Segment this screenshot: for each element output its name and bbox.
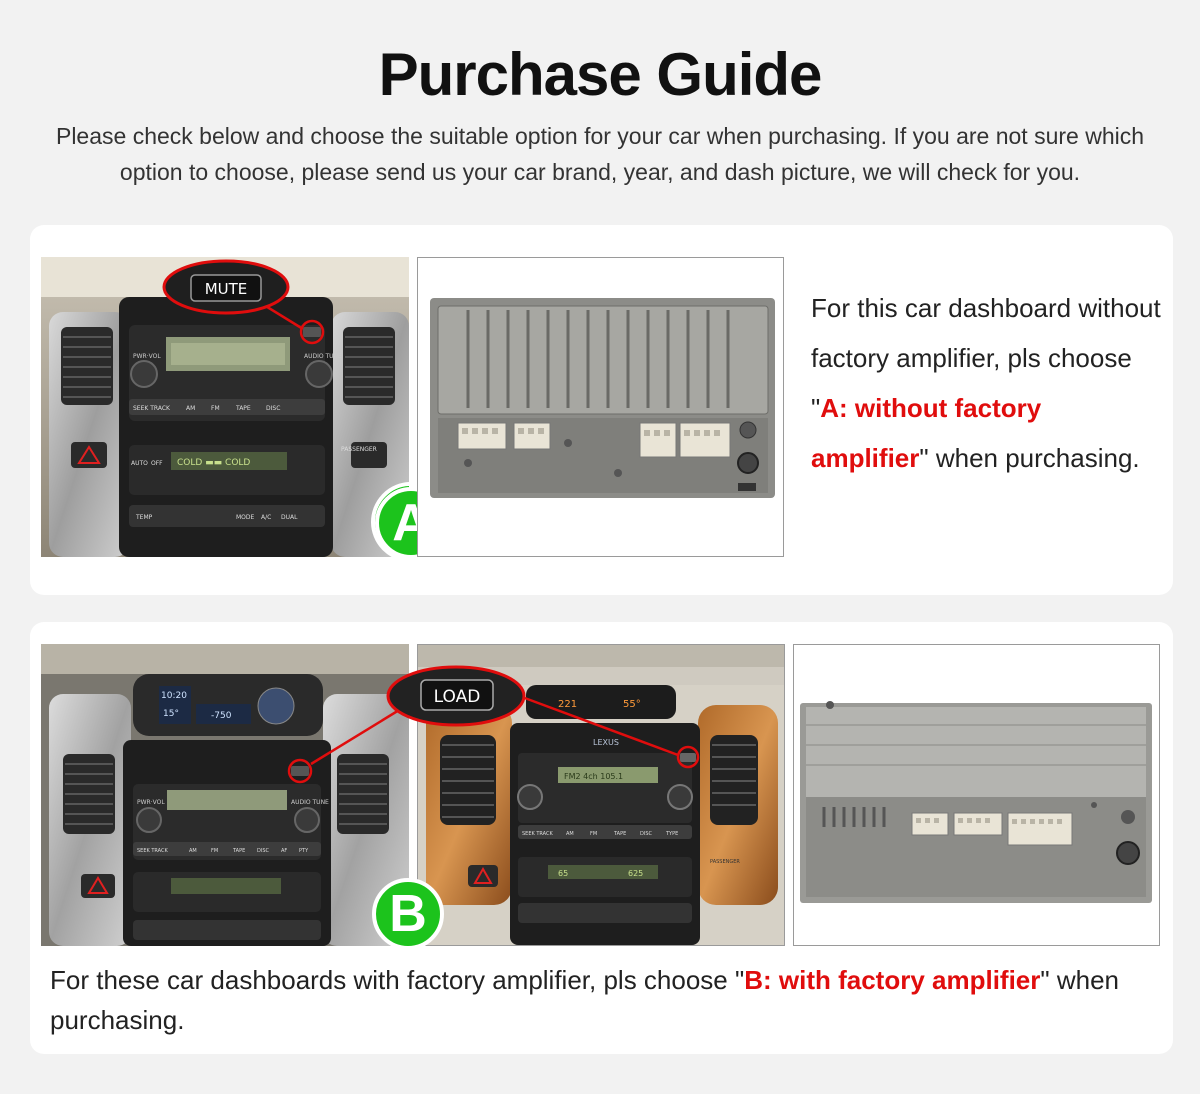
af-label-b: AF: [281, 848, 287, 854]
passenger-label: PASSENGER: [341, 446, 377, 453]
tape-label-b: TAPE: [232, 848, 245, 854]
disc-label-b2: DISC: [640, 831, 652, 837]
tape-label-b2: TAPE: [613, 831, 626, 837]
head-unit-photo-a: [417, 257, 784, 557]
option-b-highlight: B: with factory amplifier: [744, 965, 1041, 995]
audio-tune-label-b: AUDIO TUNE: [291, 799, 329, 806]
option-b-text-before: For these car dashboards with factory am…: [50, 965, 745, 995]
option-b-description: For these car dashboards with factory am…: [50, 960, 1160, 1040]
intro-text: Please check below and choose the suitab…: [55, 123, 1145, 185]
fm-label-b2: FM: [590, 831, 597, 837]
am-label: AM: [186, 405, 195, 412]
mode-label: MODE: [236, 514, 255, 521]
seek-label-b: SEEK TRACK: [137, 848, 169, 854]
ac-label: A/C: [261, 514, 271, 521]
lexus-brand: LEXUS: [593, 738, 619, 747]
pwr-vol-label-b: PWR·VOL: [137, 799, 165, 806]
option-b-card: 10:20 15° -750 PWR·VOL AUDIO TUNE SEEK T…: [30, 622, 1173, 1054]
climate-left-b2: 65: [558, 869, 568, 878]
load-callout: LOAD: [385, 664, 527, 728]
head-unit-photo-b: [793, 644, 1160, 946]
climate-display-a: COLD ▬▬ COLD: [177, 458, 250, 468]
mute-callout: MUTE: [205, 280, 248, 298]
outside-temp-label: 15°: [163, 709, 179, 719]
am-label-b2: AM: [566, 831, 574, 837]
page-title: Purchase Guide: [378, 41, 823, 108]
fm-label: FM: [211, 405, 220, 412]
top-display-left: 221: [558, 699, 577, 710]
audio-tune-label: AUDIO TUNE: [304, 353, 342, 360]
load-callout-label: LOAD: [434, 687, 481, 707]
option-b-text-after: " when purchasing.: [50, 965, 1119, 1035]
radio-display: FM2 4ch 105.1: [564, 772, 623, 781]
option-a-card: PWR·VOL AUDIO TUNE SEEK TRACK AM FM TAPE…: [30, 225, 1173, 595]
clock-label: 10:20: [161, 691, 187, 701]
pwr-vol-label: PWR·VOL: [133, 353, 161, 360]
dashboard-photo-b2: 221 55° LEXUS FM2 4ch 105.1 SEEK TRACK A…: [417, 644, 785, 946]
option-a-description: For this car dashboard without factory a…: [811, 283, 1161, 483]
dashboard-photo-b1: 10:20 15° -750 PWR·VOL AUDIO TUNE SEEK T…: [41, 644, 409, 946]
disc-label: DISC: [266, 405, 280, 412]
fm-label-b: FM: [211, 848, 218, 854]
badge-b: B: [372, 878, 444, 950]
dual-label: DUAL: [281, 514, 298, 521]
off-label: OFF: [151, 460, 163, 467]
tape-label: TAPE: [235, 405, 251, 412]
pty-label-b: PTY: [299, 848, 309, 854]
passenger-label-b2: PASSENGER: [710, 859, 740, 865]
climate-right-b2: 625: [628, 869, 643, 878]
dashboard-photo-a: PWR·VOL AUDIO TUNE SEEK TRACK AM FM TAPE…: [41, 257, 409, 557]
compass-label: -750: [211, 711, 232, 721]
seek-label-b2: SEEK TRACK: [522, 831, 554, 837]
temp-label: TEMP: [135, 514, 153, 521]
option-a-text-after: " when purchasing.: [919, 443, 1140, 473]
auto-label: AUTO: [131, 460, 148, 467]
am-label-b: AM: [189, 848, 197, 854]
option-a-text-before: For this car dashboard without factory a…: [811, 293, 1161, 423]
seek-label: SEEK TRACK: [133, 405, 171, 412]
top-display-right: 55°: [623, 699, 641, 710]
disc-label-b: DISC: [257, 848, 269, 854]
option-a-highlight: A: without factory amplifier: [811, 393, 1042, 473]
type-label-b2: TYPE: [665, 831, 678, 837]
